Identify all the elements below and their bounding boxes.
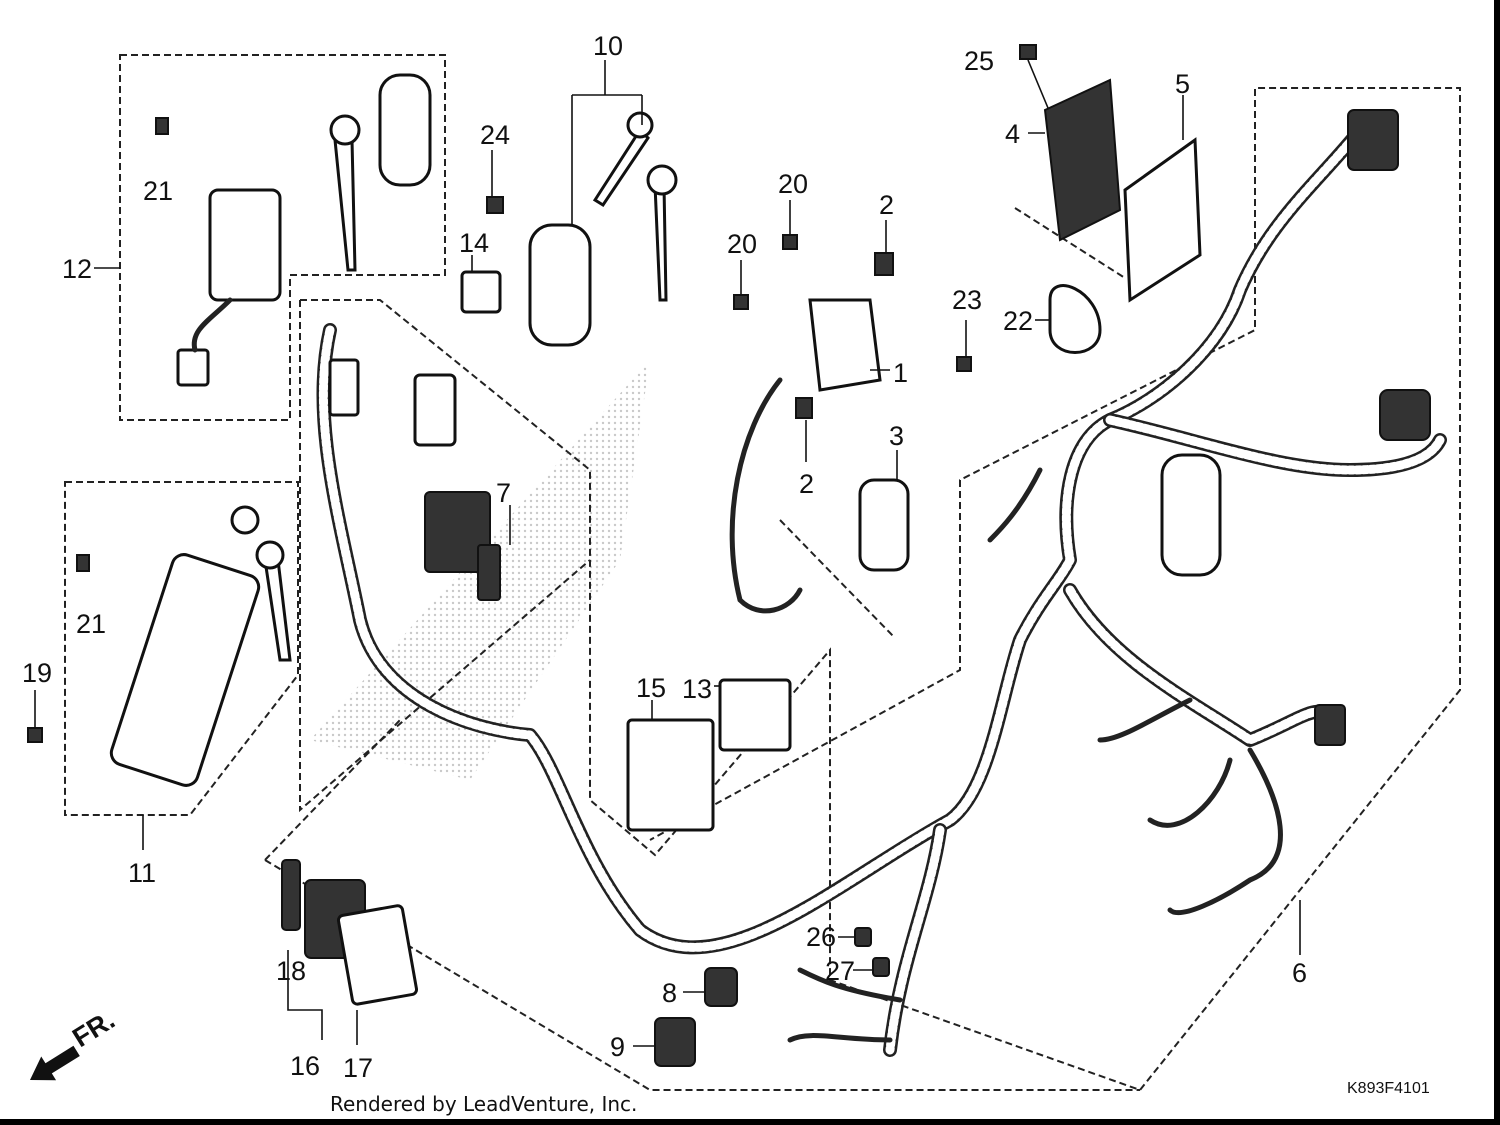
clip-2b <box>795 397 813 419</box>
clip-2a <box>874 252 894 276</box>
bolt-23 <box>956 356 972 372</box>
connector-8 <box>704 967 738 1007</box>
bolt-20a <box>782 234 798 250</box>
callout-25: 25 <box>964 46 994 76</box>
callout-4: 4 <box>1005 119 1020 149</box>
group-box-12 <box>119 54 446 421</box>
relay-13 <box>718 678 792 752</box>
band-22 <box>1048 284 1102 354</box>
callout-5: 5 <box>1175 69 1190 99</box>
key-10a <box>592 127 650 208</box>
cdi-unit <box>1160 453 1222 577</box>
callout-8: 8 <box>662 978 677 1008</box>
fuse-7 <box>477 544 501 601</box>
connector-block <box>413 373 457 447</box>
callout-17: 17 <box>343 1053 373 1083</box>
callout-22: 22 <box>1003 306 1033 336</box>
key-12a <box>333 138 357 272</box>
ignition-coil-1 <box>808 298 882 392</box>
relay-14 <box>460 270 502 314</box>
callout-20a: 20 <box>778 169 808 199</box>
key-cylinder-12 <box>378 73 432 187</box>
front-arrow-label: FR. <box>67 1005 120 1053</box>
fuse-18 <box>281 859 301 931</box>
front-direction-arrow-icon <box>30 1045 80 1081</box>
callout-18: 18 <box>276 956 306 986</box>
callout-21b: 21 <box>76 609 106 639</box>
group-box-3 <box>779 519 896 639</box>
bolt-20b <box>733 294 749 310</box>
regulator-4 <box>1043 78 1122 242</box>
group-box-11 <box>64 481 299 816</box>
callout-7: 7 <box>496 478 511 508</box>
callout-11: 11 <box>128 858 156 888</box>
screw-21a <box>155 117 169 135</box>
fuse-block <box>424 491 491 573</box>
callout-2a: 2 <box>879 190 894 220</box>
bolt-24 <box>486 196 504 214</box>
connector-upper-right <box>1347 109 1399 171</box>
relay-15 <box>626 718 715 832</box>
connector-9 <box>654 1017 696 1067</box>
key-cylinder-10 <box>528 223 592 347</box>
bolt-25 <box>1019 44 1049 109</box>
group-box-left-harness <box>299 300 591 813</box>
connector-27 <box>872 957 890 977</box>
callout-16: 16 <box>290 1051 320 1081</box>
callout-1: 1 <box>893 358 908 388</box>
callout-12: 12 <box>62 254 92 284</box>
footer-credit: Rendered by LeadVenture, Inc. <box>330 1092 638 1116</box>
callout-19: 19 <box>22 658 52 688</box>
screw-19 <box>27 727 43 743</box>
connector-right-mid <box>1379 389 1431 441</box>
callout-6: 6 <box>1292 958 1307 988</box>
callout-21a: 21 <box>143 176 173 206</box>
callout-15: 15 <box>636 673 666 703</box>
connector-small <box>328 358 360 417</box>
spark-plug-cap-3 <box>858 478 910 572</box>
callout-20b: 20 <box>727 229 757 259</box>
callout-2b: 2 <box>799 469 814 499</box>
callout-24: 24 <box>480 120 510 150</box>
screw-21b <box>76 554 90 572</box>
callout-27: 27 <box>825 956 855 986</box>
gasket-5 <box>1123 137 1202 303</box>
callout-14: 14 <box>459 228 489 258</box>
callout-9: 9 <box>610 1032 625 1062</box>
key-10b <box>653 183 668 302</box>
ignition-switch-body <box>208 188 282 302</box>
connector-right-low <box>1314 704 1346 746</box>
label-17 <box>336 904 419 1006</box>
callout-3: 3 <box>889 421 904 451</box>
callout-10: 10 <box>593 31 623 61</box>
callout-23: 23 <box>952 285 982 315</box>
drawing-code: K893F4101 <box>1347 1080 1430 1097</box>
callout-13: 13 <box>682 674 712 704</box>
callout-26: 26 <box>806 922 836 952</box>
connector-26 <box>854 927 872 947</box>
ignition-switch-11 <box>109 553 261 787</box>
ignition-connector-12 <box>176 348 210 387</box>
